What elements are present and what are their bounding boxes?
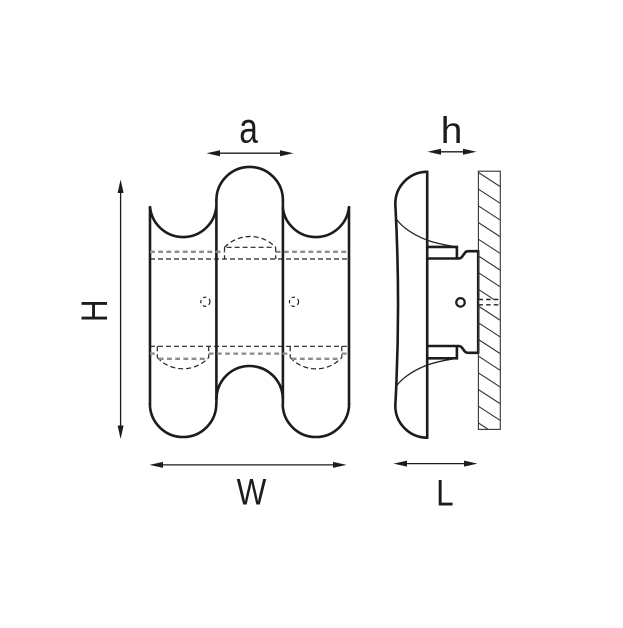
svg-text:W: W bbox=[237, 472, 267, 513]
svg-text:h: h bbox=[441, 111, 463, 152]
svg-text:H: H bbox=[75, 299, 116, 322]
svg-text:L: L bbox=[436, 473, 453, 514]
svg-text:a: a bbox=[239, 105, 258, 153]
